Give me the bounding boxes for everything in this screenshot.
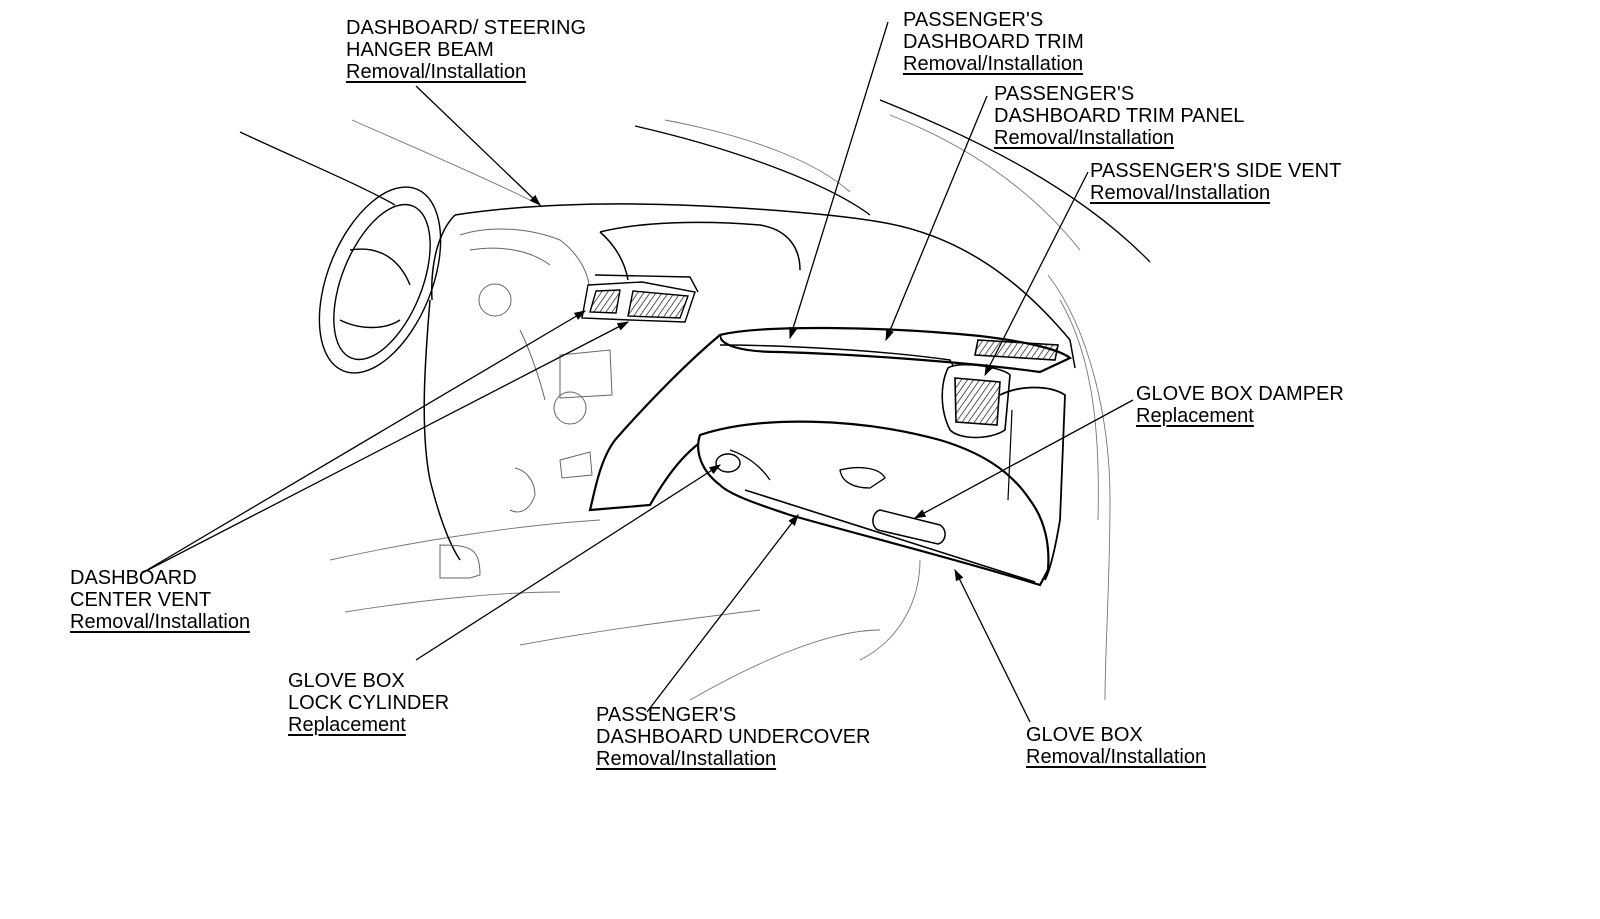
callout-text-line: HANGER BEAM — [346, 39, 494, 61]
callout-hanger-beam: DASHBOARD/ STEERING HANGER BEAM Removal/… — [346, 17, 586, 83]
callout-glove-box-damper: GLOVE BOX DAMPER Replacement — [1136, 383, 1344, 427]
windshield-lines — [239, 99, 1151, 263]
leader-lines — [141, 21, 1134, 723]
leader-lock-cylinder — [415, 464, 721, 661]
leader-center-vent-1 — [141, 310, 587, 574]
glove-box-removal-link[interactable]: Removal/Installation — [1026, 746, 1207, 768]
callout-text-line: PASSENGER'S — [994, 83, 1135, 105]
glove-box-shape — [697, 386, 1066, 587]
callout-text-line: GLOVE BOX — [1026, 724, 1143, 746]
instrument-cluster — [439, 228, 613, 579]
glove-box-damper-replacement-link[interactable]: Replacement — [1136, 405, 1254, 427]
leader-trim — [789, 21, 889, 340]
callout-text-line: DASHBOARD UNDERCOVER — [596, 726, 871, 748]
callout-text-line: DASHBOARD TRIM — [903, 31, 1084, 53]
callout-trim-panel: PASSENGER'S DASHBOARD TRIM PANEL Removal… — [994, 83, 1244, 149]
callout-side-vent: PASSENGER'S SIDE VENT Removal/Installati… — [1090, 160, 1341, 204]
callout-text-line: LOCK CYLINDER — [288, 692, 450, 714]
leader-glove-box — [954, 568, 1031, 723]
body-thin-lines — [329, 114, 1111, 701]
callout-center-vent: DASHBOARD CENTER VENT Removal/Installati… — [70, 567, 250, 633]
callout-text-line: DASHBOARD TRIM PANEL — [994, 105, 1245, 127]
leader-trim-panel — [885, 95, 988, 342]
callout-text-line: GLOVE BOX DAMPER — [1136, 383, 1344, 405]
side-vent-shape — [941, 339, 1059, 439]
trim-removal-link[interactable]: Removal/Installation — [903, 53, 1084, 75]
leader-hanger-beam — [415, 85, 541, 206]
callout-lock-cylinder: GLOVE BOX LOCK CYLINDER Replacement — [288, 670, 449, 736]
leader-glove-box-damper — [913, 399, 1134, 519]
center-vents — [581, 274, 699, 323]
callout-text-line: PASSENGER'S — [903, 9, 1044, 31]
undercover-removal-link[interactable]: Removal/Installation — [596, 748, 777, 770]
lock-cylinder-replacement-link[interactable]: Replacement — [288, 714, 406, 736]
leader-undercover — [646, 514, 799, 713]
callout-text-line: CENTER VENT — [70, 589, 212, 611]
hanger-beam-removal-link[interactable]: Removal/Installation — [346, 61, 527, 83]
callout-text-line: PASSENGER'S — [596, 704, 737, 726]
callout-trim: PASSENGER'S DASHBOARD TRIM Removal/Insta… — [903, 9, 1084, 75]
callout-text-line: PASSENGER'S SIDE VENT — [1090, 160, 1342, 182]
steering-wheel — [318, 186, 442, 374]
trim-panel-removal-link[interactable]: Removal/Installation — [994, 127, 1175, 149]
callout-text-line: DASHBOARD/ STEERING — [346, 17, 587, 39]
center-vent-removal-link[interactable]: Removal/Installation — [70, 611, 251, 633]
side-vent-removal-link[interactable]: Removal/Installation — [1090, 182, 1271, 204]
leader-side-vent — [984, 171, 1089, 377]
callout-undercover: PASSENGER'S DASHBOARD UNDERCOVER Removal… — [596, 704, 870, 770]
callout-text-line: GLOVE BOX — [288, 670, 405, 692]
callout-glove-box: GLOVE BOX Removal/Installation — [1026, 724, 1206, 768]
leader-center-vent-2 — [141, 321, 630, 574]
callout-text-line: DASHBOARD — [70, 567, 197, 589]
